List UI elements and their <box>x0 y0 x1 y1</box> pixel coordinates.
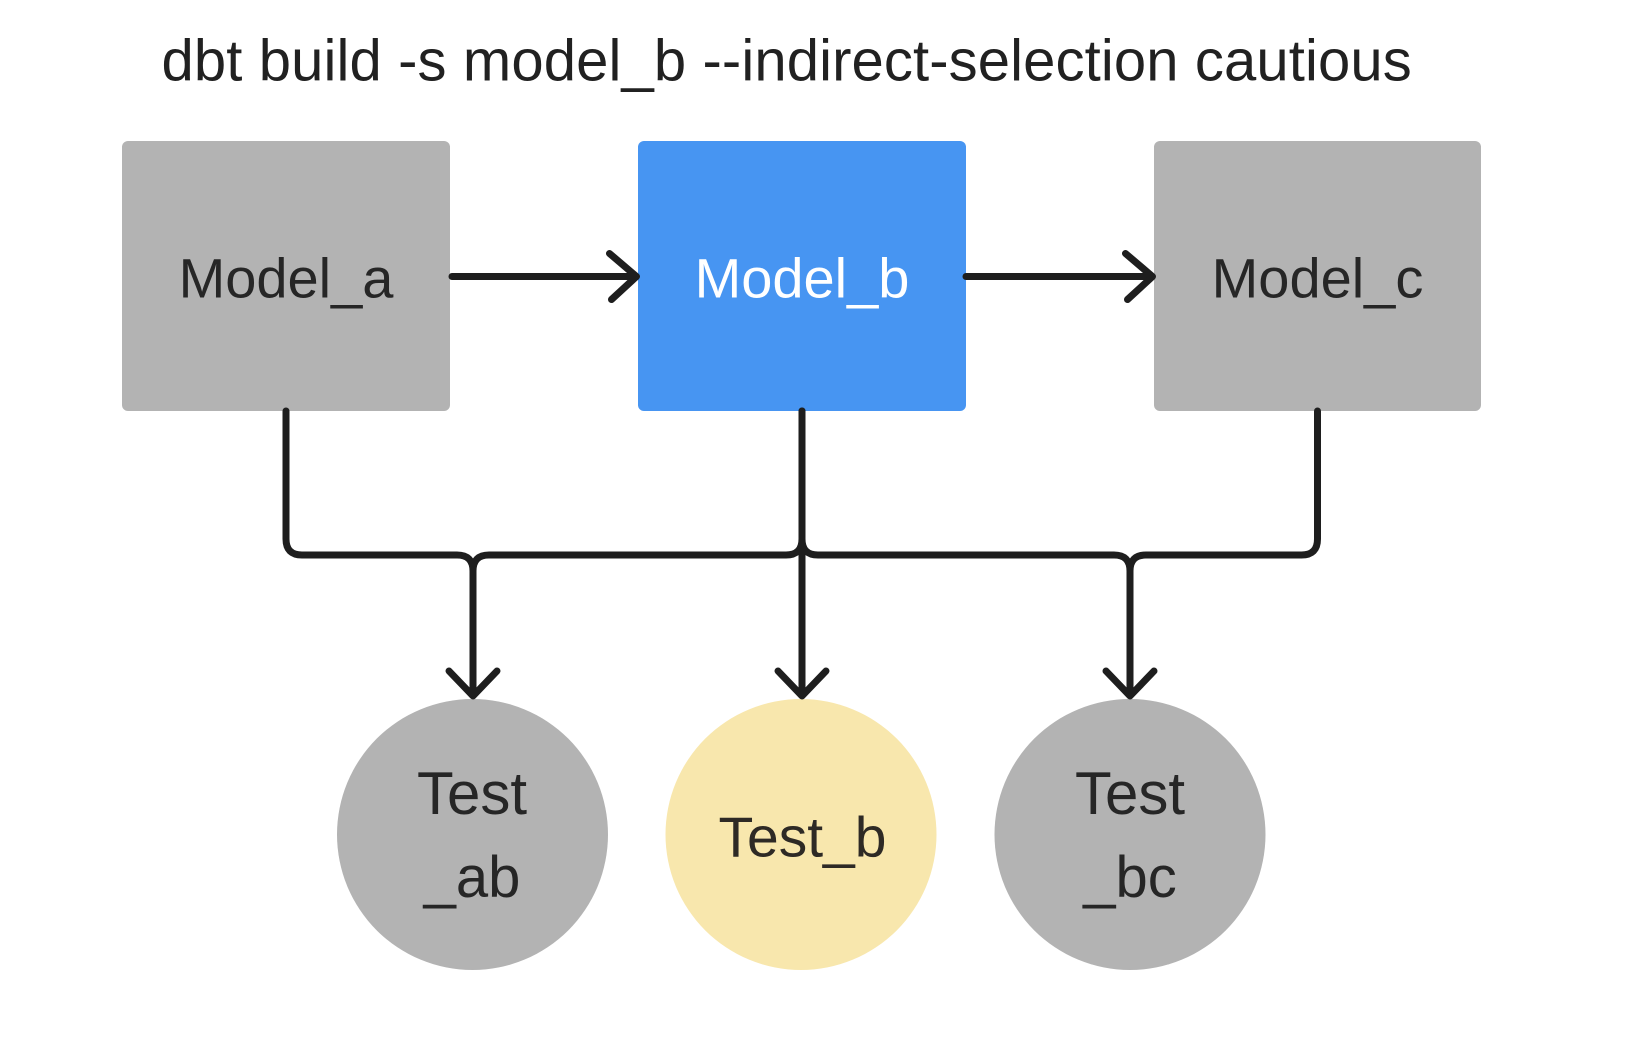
svg-text:Model_b: Model_b <box>695 247 910 310</box>
svg-text:Test: Test <box>1075 760 1185 827</box>
svg-text:_bc: _bc <box>1082 845 1177 910</box>
svg-text:Test_b: Test_b <box>719 806 887 870</box>
svg-text:_ab: _ab <box>423 845 521 910</box>
svg-text:Model_c: Model_c <box>1212 247 1424 310</box>
svg-text:Test: Test <box>417 760 527 827</box>
svg-text:Model_a: Model_a <box>179 247 395 310</box>
svg-text:dbt build -s model_b --indirec: dbt build -s model_b --indirect-selectio… <box>162 29 1412 94</box>
